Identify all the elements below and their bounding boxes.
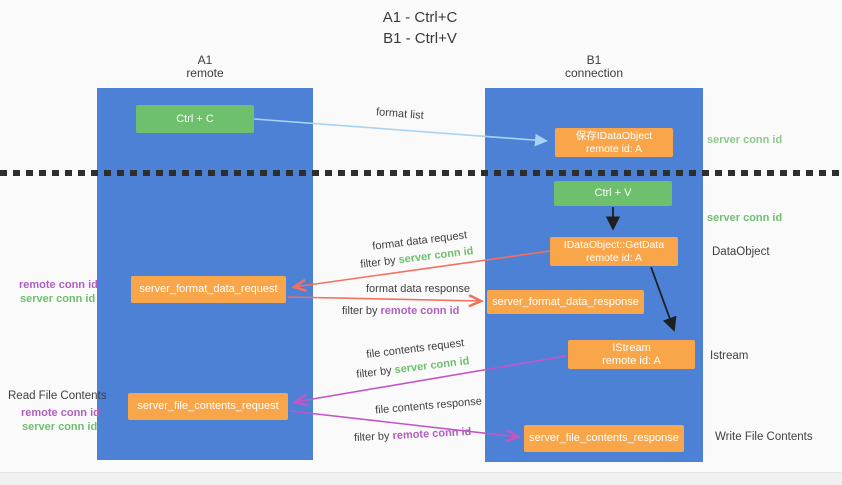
bottom-window-strip bbox=[0, 472, 842, 485]
node-format-request-label: server_format_data_request bbox=[139, 283, 278, 295]
arrow-getdata-to-istream bbox=[650, 266, 677, 332]
node-file-request-label: server_file_contents_request bbox=[137, 400, 279, 412]
edge-label-filter-by-remote-conn-id-1: filter by remote conn id bbox=[342, 305, 459, 317]
left-label-remote-conn-id-2: remote conn id bbox=[21, 407, 100, 419]
node-save-idataobject: 保存IDataObject remote id: A bbox=[555, 128, 673, 157]
node-server-file-contents-response: server_file_contents_response bbox=[524, 425, 684, 452]
filter-by-text: filter by bbox=[353, 430, 393, 445]
left-label-server-conn-id-2: server conn id bbox=[22, 421, 98, 433]
node-istream-line2: remote id: A bbox=[602, 354, 661, 367]
node-getdata-line2: remote id: A bbox=[585, 251, 643, 264]
node-server-format-data-request: server_format_data_request bbox=[131, 276, 286, 303]
edge-label-format-data-response: format data response bbox=[366, 283, 470, 295]
session-divider-dashed-line bbox=[0, 170, 842, 176]
arrow-file-contents-request bbox=[295, 355, 567, 402]
column-header-b1: B1 connection bbox=[485, 54, 703, 80]
node-ctrl-v: Ctrl + V bbox=[554, 181, 672, 206]
node-istream: IStream remote id: A bbox=[568, 340, 695, 369]
node-server-file-contents-request: server_file_contents_request bbox=[128, 393, 288, 420]
column-header-a1: A1 remote bbox=[97, 54, 313, 80]
filter-by-text: filter by bbox=[342, 305, 381, 317]
column-a1-subtitle: remote bbox=[186, 66, 224, 80]
column-b1-subtitle: connection bbox=[564, 66, 624, 80]
right-label-write-file-contents: Write File Contents bbox=[715, 431, 813, 443]
column-b1-title: B1 bbox=[586, 53, 602, 67]
column-a1-title: A1 bbox=[197, 53, 213, 67]
remote-conn-id-text: remote conn id bbox=[380, 305, 460, 317]
left-label-remote-conn-id-1: remote conn id bbox=[19, 279, 98, 291]
node-istream-line1: IStream bbox=[612, 341, 651, 354]
title-line-2: B1 - Ctrl+V bbox=[383, 30, 457, 47]
arrow-file-contents-response bbox=[289, 410, 518, 437]
title-line-1: A1 - Ctrl+C bbox=[382, 9, 458, 26]
node-file-response-label: server_file_contents_response bbox=[529, 432, 679, 444]
right-label-istream: Istream bbox=[710, 350, 749, 362]
left-label-server-conn-id-1: server conn id bbox=[20, 293, 96, 305]
node-getdata-line1: IDataObject::GetData bbox=[563, 238, 665, 251]
node-idataobject-getdata: IDataObject::GetData remote id: A bbox=[550, 237, 678, 266]
node-ctrl-c-label: Ctrl + C bbox=[176, 112, 214, 125]
diagram-title: A1 - Ctrl+C B1 - Ctrl+V bbox=[300, 7, 540, 49]
right-label-server-conn-id-2: server conn id bbox=[707, 212, 783, 224]
right-label-server-conn-id-1: server conn id bbox=[707, 134, 783, 146]
node-ctrl-c: Ctrl + C bbox=[136, 105, 254, 133]
node-save-idataobject-line2: remote id: A bbox=[585, 142, 643, 155]
node-format-response-label: server_format_data_response bbox=[492, 295, 639, 308]
arrow-format-data-response bbox=[287, 297, 481, 301]
node-ctrl-v-label: Ctrl + V bbox=[594, 187, 632, 199]
right-label-dataobject: DataObject bbox=[712, 246, 770, 258]
left-label-read-file-contents: Read File Contents bbox=[8, 390, 107, 402]
arrow-format-list bbox=[253, 118, 548, 147]
node-save-idataobject-line1: 保存IDataObject bbox=[575, 129, 653, 142]
node-server-format-data-response: server_format_data_response bbox=[487, 290, 644, 314]
arrow-format-data-request bbox=[294, 250, 551, 287]
